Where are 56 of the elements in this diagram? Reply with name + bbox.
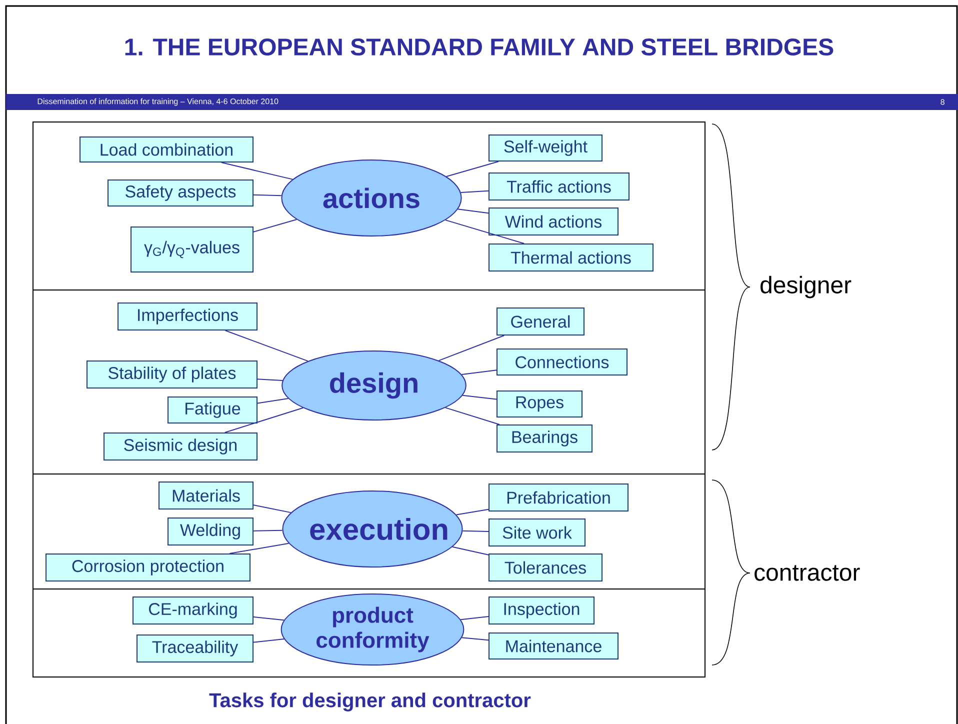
connector-line: [253, 530, 283, 532]
connector-line: [445, 220, 525, 244]
connector-line: [438, 335, 505, 362]
task-box: Safety aspects: [108, 180, 254, 206]
task-box: Inspection: [488, 596, 594, 624]
task-box: Prefabrication: [488, 484, 628, 512]
task-box: Ropes: [496, 390, 582, 418]
task-box: Site work: [488, 518, 586, 546]
task-box: Wind actions: [488, 208, 618, 236]
task-box: Traffic actions: [488, 172, 630, 200]
task-box: Maintenance: [488, 632, 618, 660]
connector-line: [253, 219, 298, 232]
task-box: γ$_{G}$/γ$_{Q}$-values: [130, 226, 254, 272]
connector-line: [224, 407, 304, 433]
task-box: Materials: [158, 482, 254, 510]
connector-line: [257, 378, 284, 382]
connector-line: [444, 407, 500, 425]
task-box: Self-weight: [488, 134, 602, 162]
task-box: Traceability: [136, 634, 254, 662]
connector-line: [253, 638, 285, 643]
connector-line: [253, 616, 284, 621]
connector-line: [462, 530, 489, 532]
connector-line: [462, 394, 497, 400]
task-box: General: [496, 308, 584, 336]
task-box: Connections: [496, 348, 628, 376]
task-box: Seismic design: [104, 432, 258, 460]
connector-line: [446, 161, 500, 177]
connector-line: [460, 190, 489, 194]
connector-line: [220, 162, 294, 180]
connector-line: [461, 637, 489, 641]
title: 1. THE EUROPEAN STANDARD FAMILY AND STEEL BRIDGES: [125, 38, 834, 56]
task-box: Welding: [168, 518, 254, 546]
task-box: Imperfections: [118, 302, 258, 330]
role-label: contractor: [754, 565, 860, 581]
task-box: Fatigue: [168, 396, 258, 424]
task-box: Tolerances: [488, 554, 602, 582]
task-box: Load combination: [80, 136, 254, 162]
connector-line: [457, 208, 489, 214]
connector-line: [257, 398, 289, 404]
connector-line: [456, 508, 489, 516]
task-box: Thermal actions: [488, 244, 654, 272]
caption: Tasks for designer and contractor: [209, 692, 531, 712]
connector-line: [452, 546, 489, 556]
connector-line: [224, 330, 308, 362]
task-box: CE-marking: [132, 596, 254, 624]
task-box: Stability of plates: [86, 360, 258, 388]
connector-line: [253, 194, 282, 196]
connector-line: [461, 370, 497, 376]
footer-text: Dissemination of information for training – Vienna, 4-6 October 2010: [38, 98, 278, 106]
role-label: designer: [760, 276, 852, 298]
task-box: Bearings: [496, 424, 592, 452]
connector-line: [460, 616, 489, 620]
connector-line: [253, 504, 292, 514]
connector-line: [229, 542, 290, 554]
page-number: 8: [940, 99, 944, 105]
task-box: Corrosion protection: [46, 554, 250, 582]
